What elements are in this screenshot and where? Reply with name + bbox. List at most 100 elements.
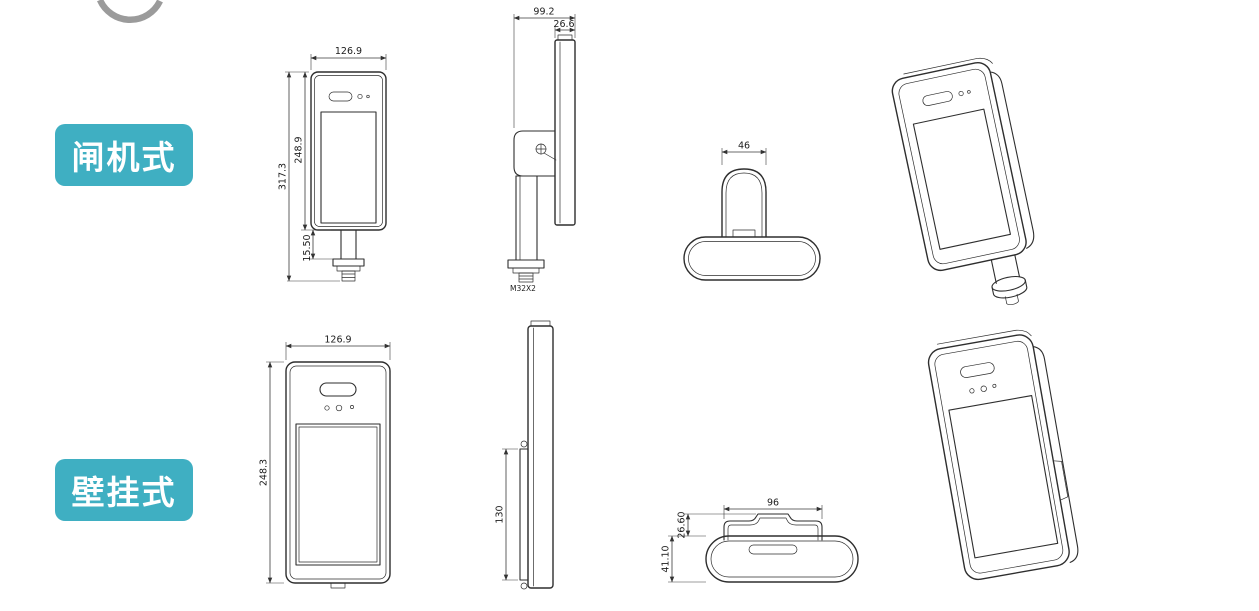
flange-step: [336, 265, 361, 272]
gate-front-view: 126.9 317.3 248.9 15.50: [278, 46, 387, 282]
dim-wall-top-base-depth: 41.10: [661, 535, 675, 583]
extension-lines: [513, 14, 576, 128]
camera-window: [328, 91, 353, 102]
dim-label: 126.9: [324, 335, 351, 346]
screen-outline: [948, 395, 1059, 559]
camera-head-outline: [721, 168, 767, 237]
logo-arc: [97, 0, 163, 24]
dim-wall-top-bracket-width: 96: [723, 498, 823, 512]
device-body-inner-line: [314, 75, 383, 227]
dim-label: 26.6: [553, 19, 574, 30]
device-body-outline: [891, 61, 1027, 272]
thread-tip: [518, 272, 534, 283]
camera-dot: [335, 404, 343, 412]
flange-step: [512, 267, 540, 274]
device-body-inner-line: [898, 68, 1020, 265]
dim-gate-side-total-depth: 99.2: [513, 7, 576, 21]
camera-dot: [324, 405, 330, 411]
bottom-stub: [330, 582, 346, 589]
gate-side-view: M32X2 99.2 26.6: [507, 7, 576, 293]
gate-top-view: 46: [683, 141, 821, 281]
mounting-hole: [520, 440, 528, 448]
dim-gate-side-panel-depth: 26.6: [553, 19, 576, 33]
screen-inner-line: [298, 426, 378, 563]
side-depth-edge: [989, 71, 1035, 249]
camera-window: [960, 362, 995, 378]
camera-dot: [958, 90, 964, 97]
thread-tip: [341, 270, 356, 282]
wall-type-label: 壁挂式: [71, 474, 177, 511]
camera-head-inner-line: [725, 172, 763, 238]
camera-window: [922, 91, 953, 106]
dim-label: 15.50: [302, 234, 313, 261]
panel-top-cap: [530, 320, 551, 327]
mounting-stem: [340, 229, 357, 260]
head-neck: [732, 229, 756, 238]
dim-label: 96: [767, 498, 779, 509]
panel-side-outline: [527, 325, 554, 589]
dim-label: 99.2: [533, 7, 554, 18]
camera-dot: [980, 385, 987, 392]
dim-label: 317.3: [278, 163, 289, 190]
device-body-inner-line: [289, 365, 387, 580]
screw-cross: [535, 143, 547, 155]
camera-dot: [357, 93, 363, 100]
thread-spec-label: M32X2: [510, 284, 536, 293]
dim-gate-front-stem-height: 15.50: [302, 229, 316, 262]
mounting-pole: [515, 175, 538, 261]
wall-bracket-inner-line: [727, 517, 819, 541]
dim-gate-front-total-height: 317.3: [278, 71, 292, 282]
camera-dot: [967, 90, 971, 94]
dim-gate-front-width: 126.9: [310, 46, 387, 61]
thread-lines: [518, 275, 534, 280]
side-depth-edge: [1032, 346, 1079, 563]
dim-wall-front-height: 248.3: [259, 361, 273, 584]
top-depth-edge: [936, 329, 1032, 345]
dim-label: 248.3: [259, 459, 270, 486]
dim-gate-front-body-height: 248.9: [294, 71, 308, 231]
bracket-housing: [513, 130, 556, 177]
base-flange: [332, 258, 365, 267]
wall-bracket-plate: [519, 448, 529, 581]
device-body-outline: [927, 334, 1070, 581]
wall-top-view: 96 26.60 41.10: [661, 498, 859, 583]
base-outline: [683, 236, 821, 281]
extension-lines: [285, 54, 387, 282]
pole-collar-body: [991, 279, 1028, 299]
gate-type-label: 闸机式: [71, 139, 177, 176]
thread-tip: [1004, 293, 1019, 306]
side-bracket-tab: [1052, 460, 1069, 501]
dim-label: 46: [738, 141, 750, 152]
camera-dot: [992, 383, 997, 388]
dim-wall-front-width: 126.9: [285, 335, 391, 349]
base-center-detail: [748, 544, 798, 555]
bracket-strut: [543, 152, 557, 161]
gate-3d-view: [891, 57, 1035, 306]
wall-type-badge: 壁挂式: [55, 459, 193, 521]
device-body-outline: [285, 361, 391, 584]
gate-type-badge: 闸机式: [55, 124, 193, 186]
wall-front-view: 126.9 248.3: [259, 335, 391, 589]
screen-outline: [912, 108, 1011, 250]
wall-3d-view: [927, 329, 1079, 581]
camera-dot: [350, 405, 354, 409]
base-inner-line: [688, 241, 816, 276]
camera-window: [319, 382, 357, 397]
base-inner-line: [710, 540, 854, 578]
device-body-inner-line: [934, 340, 1064, 574]
screen-outline: [295, 423, 381, 566]
dim-label: 41.10: [661, 545, 672, 572]
wall-side-view: 130: [495, 320, 554, 590]
panel-top-cap: [557, 34, 573, 41]
wall-bracket-outline: [723, 513, 823, 541]
camera-dot: [366, 94, 370, 99]
base-outline: [705, 535, 859, 583]
base-flange: [507, 259, 545, 269]
extension-lines: [668, 505, 823, 583]
mounting-pole: [990, 254, 1020, 284]
dim-gate-top-head-width: 46: [721, 141, 767, 155]
extension-lines: [266, 342, 391, 584]
thread-lines: [341, 273, 356, 278]
